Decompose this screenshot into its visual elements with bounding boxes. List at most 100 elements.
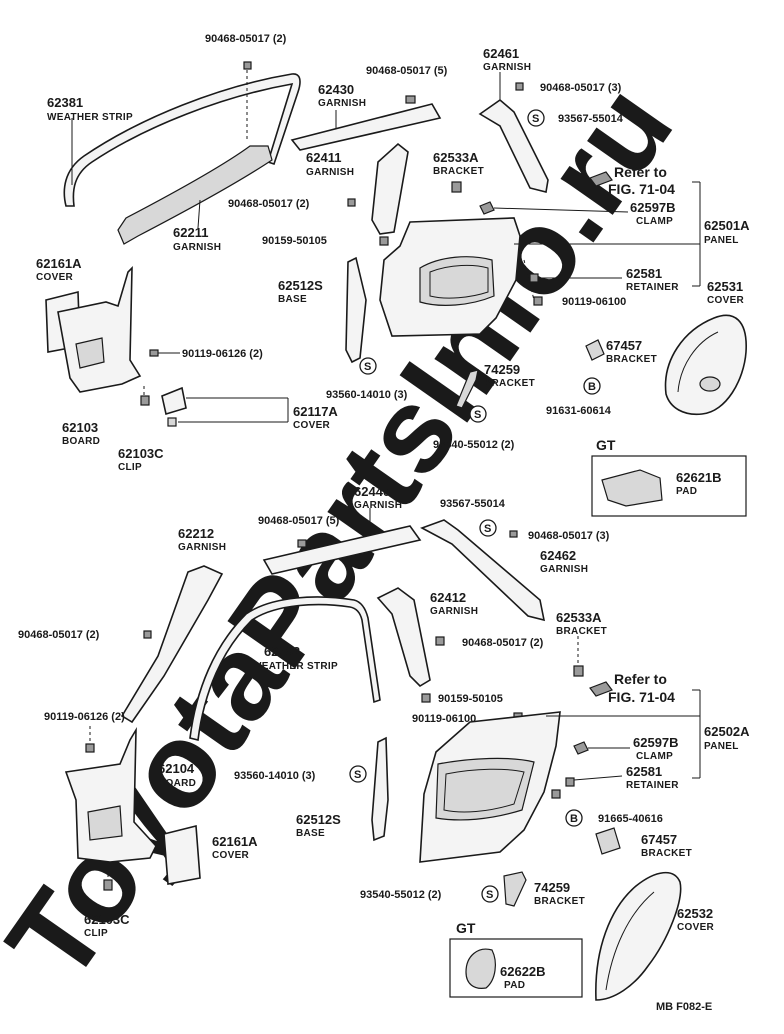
cover-62531-shape[interactable] — [664, 314, 747, 416]
fastener-90468-right-label: 90468-05017 (3) — [540, 82, 622, 94]
part-name-62597B-lower: CLAMP — [636, 751, 673, 762]
gt-box-upper — [591, 455, 747, 517]
figure-code: MB F082-E — [656, 1001, 712, 1013]
garnish-62411-shape[interactable] — [371, 142, 409, 235]
part-number-62512S-upper: 62512S — [278, 278, 323, 293]
part-name-62533A: BRACKET — [433, 166, 484, 177]
screw-s-lower-letter: S — [484, 523, 491, 535]
part-number-62501A: 62501A — [704, 218, 750, 233]
part-number-62581: 62581 — [626, 266, 662, 281]
weather-strip-62381-shape[interactable] — [63, 73, 301, 207]
garnish-62211-shape[interactable] — [117, 145, 273, 245]
part-name-62103C: CLIP — [118, 462, 142, 473]
fastener-90468-lower-garnish-label: 90468-05017 (5) — [258, 515, 340, 527]
screw-s-93540-letter: S — [474, 409, 481, 421]
refer-part-icon — [589, 171, 613, 187]
weather-strip-62382-shape[interactable] — [189, 596, 381, 741]
fastener-90468-left-icon — [347, 198, 356, 207]
part-number-62117A: 62117A — [293, 404, 338, 419]
part-name-62382: WEATHER STRIP — [252, 661, 338, 672]
part-number-62533A: 62533A — [433, 150, 479, 165]
part-name-62532: COVER — [677, 922, 715, 933]
garnish-62462-shape[interactable] — [420, 519, 546, 622]
part-name-67457-upper: BRACKET — [606, 354, 657, 365]
cover-62161A-lower-shape[interactable] — [163, 824, 201, 885]
part-number-62533A-lower: 62533A — [556, 610, 602, 625]
part-name-62462: GARNISH — [540, 564, 588, 575]
bracket-67457-shape[interactable] — [585, 339, 605, 361]
part-number-74259-lower: 74259 — [534, 880, 570, 895]
bracket-74259-lower-shape[interactable] — [503, 871, 527, 907]
refer-to-label: Refer to — [614, 164, 667, 180]
part-number-62103C-lower: 62103C — [84, 912, 130, 927]
part-number-62621B: 62621B — [676, 470, 722, 485]
part-number-62440: 62440 — [354, 484, 390, 499]
part-name-62621B: PAD — [676, 486, 697, 497]
garnish-62430-shape[interactable] — [290, 103, 442, 151]
clip-62103C-lower-icon — [103, 879, 113, 891]
fastener-93560-label: 93560-14010 (3) — [326, 389, 408, 401]
base-62512S-shape[interactable] — [345, 256, 367, 364]
part-name-62161A-upper: COVER — [36, 272, 74, 283]
part-number-62103C: 62103C — [118, 446, 164, 461]
garnish-62440-shape[interactable] — [262, 525, 422, 575]
part-number-62103: 62103 — [62, 420, 98, 435]
part-number-62430: 62430 — [318, 82, 354, 97]
part-name-62622B: PAD — [504, 980, 525, 991]
cover-62117A-shape[interactable] — [161, 386, 187, 416]
retainer-62581-lower-icon — [565, 777, 575, 787]
board-62103-shape[interactable] — [57, 266, 142, 393]
part-name-62104: BOARD — [158, 778, 196, 789]
part-name-62502A: PANEL — [704, 741, 739, 752]
part-name-67457-lower: BRACKET — [641, 848, 692, 859]
fastener-lower-small-icon — [551, 789, 561, 799]
fastener-90159-label: 90159-50105 — [262, 235, 327, 247]
gt-label-upper: GT — [596, 437, 616, 453]
part-number-74259-upper: 74259 — [484, 362, 520, 377]
fastener-93540-label: 93540-55012 (2) — [433, 439, 515, 451]
fastener-90159-lower-icon — [421, 693, 431, 703]
part-number-62382: 62382 — [264, 644, 300, 659]
bracket-62533A-lower-icon — [573, 665, 584, 677]
fastener-90468-top-label: 90468-05017 (2) — [205, 33, 287, 45]
fig-lower-label: FIG. 71-04 — [608, 689, 675, 705]
fastener-93560-lower-label: 93560-14010 (3) — [234, 770, 316, 782]
part-number-62161A-lower: 62161A — [212, 834, 258, 849]
part-number-62512S-lower: 62512S — [296, 812, 341, 827]
part-number-62532: 62532 — [677, 906, 713, 921]
part-number-67457-lower: 67457 — [641, 832, 677, 847]
bolt-b-lower-icon — [565, 809, 583, 827]
fastener-90119-06100-lower-label: 90119-06100 — [412, 713, 476, 725]
bracket-62533A-icon — [451, 181, 462, 193]
fastener-90468-garnish-label: 90468-05017 (5) — [366, 65, 448, 77]
board-62104-shape[interactable] — [64, 727, 157, 863]
fastener-90119-06126-lower-label: 90119-06126 (2) — [44, 711, 125, 723]
fastener-90468-lower-right-label: 90468-05017 (3) — [528, 530, 610, 542]
garnish-62412-shape[interactable] — [376, 587, 431, 688]
bracket-74259-shape[interactable] — [455, 369, 479, 409]
part-number-62581-lower: 62581 — [626, 764, 662, 779]
part-name-62581: RETAINER — [626, 282, 679, 293]
clip-62103C-icon — [140, 395, 150, 406]
fastener-90119-06126-lower-icon — [85, 743, 95, 753]
cover-62532-shape[interactable] — [595, 871, 682, 1001]
bracket-67457-lower-shape[interactable] — [595, 827, 621, 855]
part-number-62597B-lower: 62597B — [633, 735, 679, 750]
bolt-b-lower-letter: B — [570, 813, 578, 825]
part-name-74259-lower: BRACKET — [534, 896, 585, 907]
screw-s-93560-icon — [359, 357, 377, 375]
refer-to-lower-label: Refer to — [614, 671, 667, 687]
gt-box-lower — [449, 938, 583, 998]
fastener-90159-icon — [379, 236, 389, 246]
fastener-90119-06126-icon — [149, 349, 159, 357]
pad-62621B-shape[interactable] — [601, 469, 663, 507]
garnish-62461-shape[interactable] — [478, 98, 549, 193]
garnish-62212-shape[interactable] — [120, 565, 224, 724]
part-number-62597B: 62597B — [630, 200, 676, 215]
base-62512S-lower-shape[interactable] — [371, 736, 389, 842]
part-name-62103C-lower: CLIP — [84, 928, 108, 939]
part-name-62411: GARNISH — [306, 167, 354, 178]
part-name-62211: GARNISH — [173, 242, 221, 253]
fastener-91631-label: 91631-60614 — [546, 405, 612, 417]
pad-62622B-shape[interactable] — [465, 948, 496, 989]
